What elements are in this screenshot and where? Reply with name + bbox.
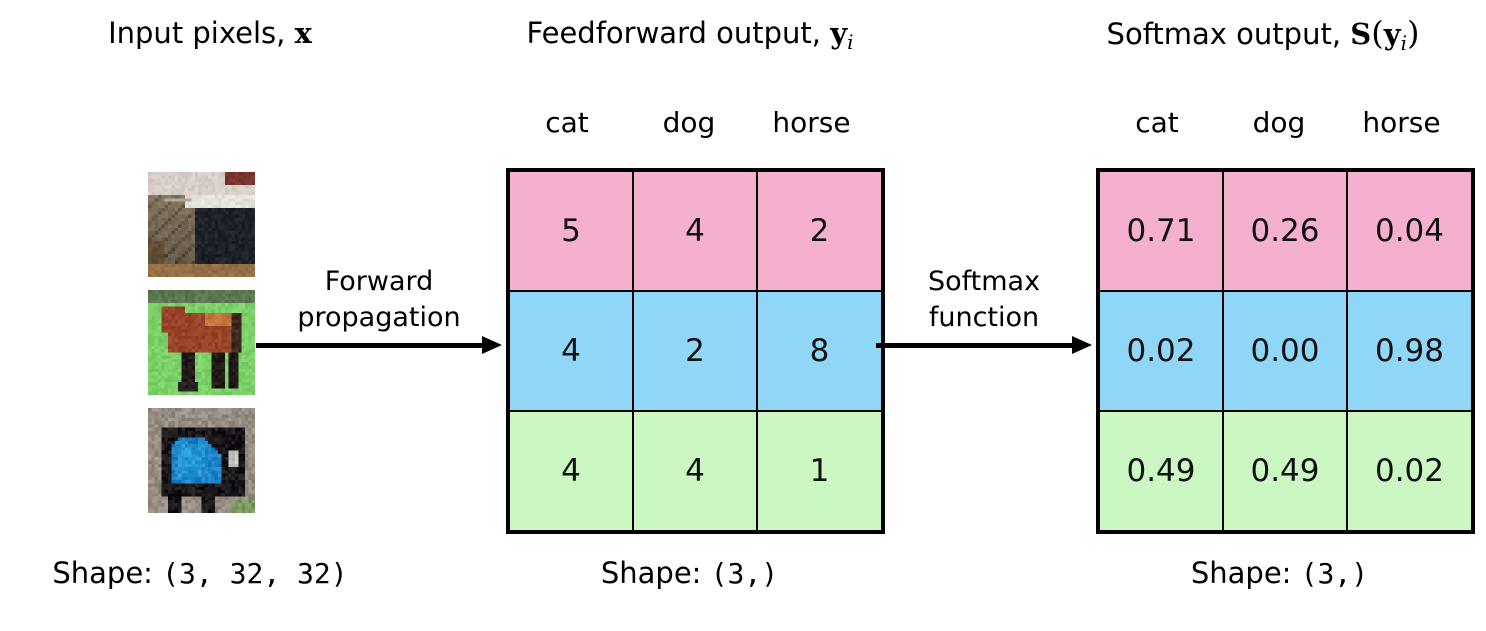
softmax-column-headers: cat dog horse [1096, 108, 1463, 138]
input-column-title: Input pixels, x [0, 16, 420, 50]
softmax-header-horse: horse [1362, 106, 1441, 139]
cat-thumbnail [148, 172, 255, 277]
cell-ff-0-0: 5 [507, 169, 634, 292]
cell-sm-0-0: 0.71 [1097, 169, 1224, 292]
softmax-function-label-line1: Softmax [927, 266, 1041, 297]
softmax-header-cat: cat [1135, 106, 1179, 139]
feedforward-output-table: 5 4 2 4 2 8 4 4 1 [506, 168, 885, 534]
table-row: 5 4 2 [507, 169, 884, 292]
dog-thumbnail [148, 408, 255, 513]
forward-propagation-arrow-group: Forward propagation [256, 236, 502, 354]
feedforward-header-dog: dog [662, 106, 716, 139]
forward-propagation-label: Forward propagation [297, 264, 460, 336]
forward-propagation-label-line1: Forward [324, 266, 434, 297]
table-row: 4 4 1 [507, 410, 884, 533]
feedforward-title-text: Feedforward output, [526, 16, 831, 50]
input-shape-label: Shape: [52, 556, 163, 590]
cell-ff-1-1: 2 [632, 290, 758, 412]
cell-ff-0-2: 2 [756, 169, 884, 292]
table-row: 0.49 0.49 0.02 [1097, 410, 1474, 533]
cell-sm-2-2: 0.02 [1346, 410, 1474, 533]
softmax-function-label: Softmax function [928, 264, 1040, 336]
feedforward-title-symbol: y [830, 16, 848, 50]
cell-sm-1-2: 0.98 [1346, 290, 1474, 412]
feedforward-header-horse: horse [772, 106, 851, 139]
softmax-shape-value: (3,) [1300, 557, 1369, 590]
feedforward-shape-label: Shape: [600, 556, 711, 590]
softmax-function-arrow-group: Softmax function [876, 236, 1092, 354]
horse-thumbnail [148, 290, 255, 395]
softmax-function-label-line2: function [928, 302, 1040, 333]
feedforward-shape-value: (3,) [710, 557, 779, 590]
softmax-shape-caption: Shape: (3,) [1096, 556, 1463, 591]
forward-arrow-shaft [256, 343, 482, 348]
softmax-column-title: Softmax output, S(yi) [1040, 16, 1486, 60]
input-image-stack [148, 172, 255, 513]
cell-ff-2-1: 4 [632, 410, 758, 533]
cell-ff-1-2: 8 [756, 290, 884, 412]
cell-ff-0-1: 4 [632, 169, 758, 292]
cell-ff-2-2: 1 [756, 410, 884, 533]
feedforward-title-subscript: i [847, 30, 854, 54]
softmax-arrow-shaft [876, 343, 1072, 348]
softmax-shape-label: Shape: [1190, 556, 1301, 590]
forward-propagation-label-line2: propagation [297, 302, 461, 333]
cell-sm-2-1: 0.49 [1222, 410, 1348, 533]
softmax-title-symbol-s: S [1350, 17, 1372, 51]
cell-sm-2-0: 0.49 [1097, 410, 1224, 533]
feedforward-header-cat: cat [545, 106, 589, 139]
table-row: 0.02 0.00 0.98 [1097, 290, 1474, 412]
softmax-header-dog: dog [1252, 106, 1306, 139]
softmax-title-text: Softmax output, [1106, 17, 1351, 51]
input-shape-caption: Shape: (3, 32, 32) [0, 556, 400, 591]
feedforward-shape-caption: Shape: (3,) [506, 556, 873, 591]
input-title-text: Input pixels, [108, 16, 295, 50]
cell-sm-1-0: 0.02 [1097, 290, 1224, 412]
table-row: 4 2 8 [507, 290, 884, 412]
softmax-title-paren-close: ) [1406, 14, 1420, 52]
input-title-symbol: x [294, 16, 312, 50]
feedforward-column-headers: cat dog horse [506, 108, 873, 138]
cell-ff-2-0: 4 [507, 410, 634, 533]
forward-arrow-head [482, 336, 502, 354]
softmax-title-symbol-y: y [1383, 17, 1401, 51]
softmax-output-table: 0.71 0.26 0.04 0.02 0.00 0.98 0.49 0.49 … [1096, 168, 1475, 534]
softmax-title-paren-open: ( [1371, 14, 1384, 52]
cell-sm-0-2: 0.04 [1346, 169, 1474, 292]
cell-sm-0-1: 0.26 [1222, 169, 1348, 292]
softmax-arrow-head [1072, 336, 1092, 354]
table-row: 0.71 0.26 0.04 [1097, 169, 1474, 292]
input-shape-value: (3, 32, 32) [162, 557, 348, 590]
cell-ff-1-0: 4 [507, 290, 634, 412]
feedforward-column-title: Feedforward output, yi [455, 16, 925, 59]
softmax-title-subscript: i [1400, 31, 1407, 55]
cell-sm-1-1: 0.00 [1222, 290, 1348, 412]
